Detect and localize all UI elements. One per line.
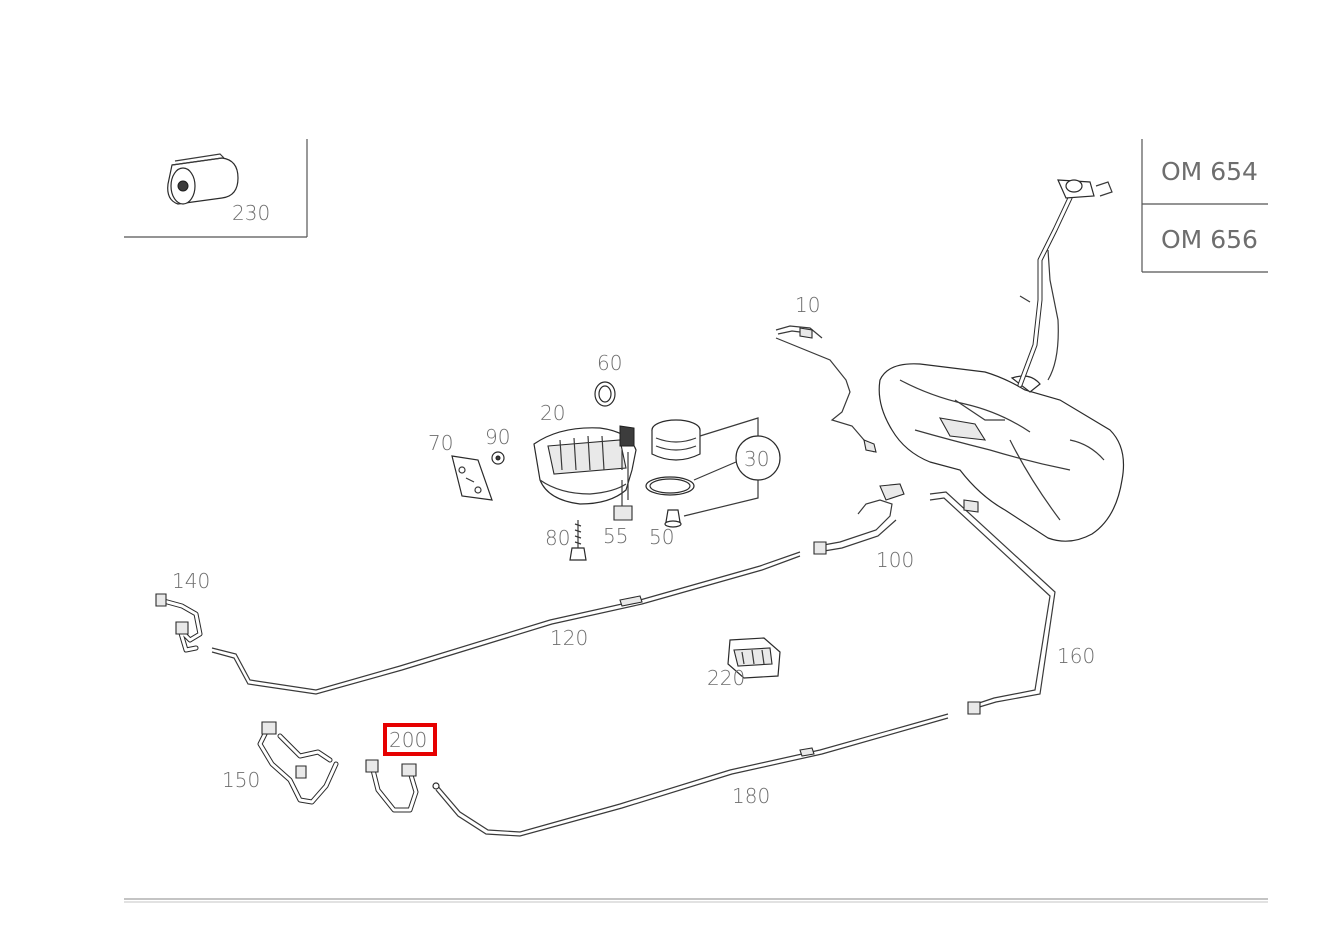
callout-160[interactable]: 160: [1057, 644, 1095, 668]
part-50-plug-drawing: [664, 509, 682, 528]
callout-140[interactable]: 140: [172, 569, 210, 593]
part-220-holder-drawing: [727, 637, 781, 679]
part-230-clip-drawing[interactable]: [167, 153, 239, 205]
part-70-bracket-drawing: [451, 455, 493, 501]
callout-220[interactable]: 220: [707, 666, 745, 690]
inset-230-frame: [124, 139, 308, 238]
callout-70[interactable]: 70: [428, 431, 453, 455]
callout-120[interactable]: 120: [550, 626, 588, 650]
callout-20[interactable]: 20: [540, 401, 565, 425]
engine-code-om654[interactable]: OM 654: [1161, 157, 1258, 186]
part-90-nut-drawing: [491, 451, 505, 465]
callout-200[interactable]: 200: [389, 728, 427, 752]
part-120-fuel-line-drawing: [211, 551, 801, 695]
part-150-hose-drawing: [257, 721, 339, 805]
callout-80[interactable]: 80: [545, 526, 570, 550]
callout-230[interactable]: 230: [232, 201, 270, 225]
callout-60[interactable]: 60: [597, 351, 622, 375]
fuel-tank-drawing: [878, 179, 1125, 542]
part-80-bolt-drawing: [569, 520, 587, 561]
part-200-hose-drawing: [365, 759, 440, 813]
callout-180[interactable]: 180: [732, 784, 770, 808]
part-100-hose-drawing: [813, 483, 905, 555]
bottom-divider: [124, 898, 1268, 903]
part-30-filter-element-drawing: [645, 417, 781, 517]
part-10-line-drawing: [775, 325, 877, 453]
callout-150[interactable]: 150: [222, 768, 260, 792]
part-60-seal-ring: [594, 381, 616, 407]
part-20-filter-module-drawing: [533, 425, 637, 505]
callout-90[interactable]: 90: [485, 425, 510, 449]
callout-55[interactable]: 55: [603, 524, 628, 548]
callout-10[interactable]: 10: [795, 293, 820, 317]
part-160-fuel-line-drawing: [929, 491, 1056, 715]
highlight-box-200: [383, 723, 437, 756]
engine-code-frame: [1141, 139, 1268, 273]
part-140-hose-drawing: [155, 593, 203, 653]
callout-30[interactable]: 30: [744, 447, 769, 471]
part-180-fuel-line-drawing: [435, 713, 949, 837]
callout-50[interactable]: 50: [649, 525, 674, 549]
callout-100[interactable]: 100: [876, 548, 914, 572]
engine-code-om656[interactable]: OM 656: [1161, 225, 1258, 254]
part-55-sensor-drawing: [613, 480, 633, 521]
